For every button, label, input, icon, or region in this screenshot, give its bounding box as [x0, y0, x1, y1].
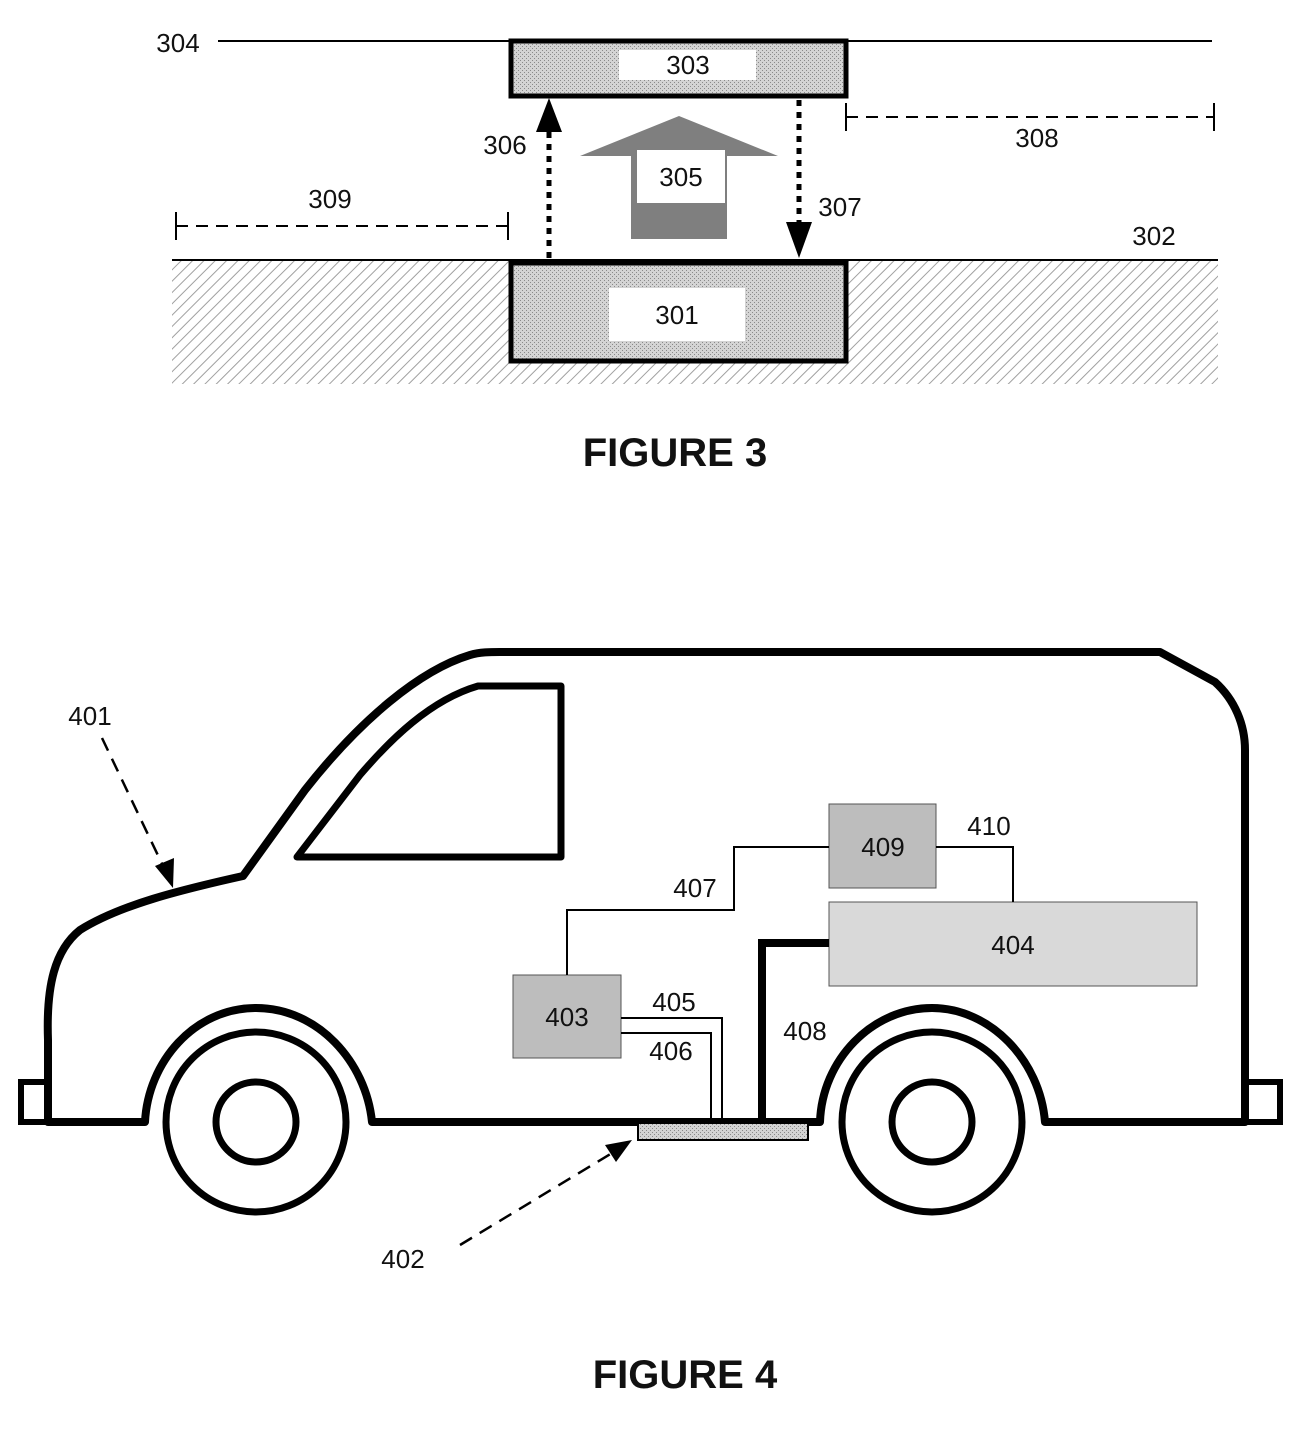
rear-wheel-hub	[888, 1078, 976, 1166]
label-404: 404	[991, 930, 1034, 960]
label-302: 302	[1132, 221, 1175, 251]
label-401: 401	[68, 701, 111, 731]
figure-4: 403 409 404 407 410 405 406 408 401 402 …	[18, 648, 1283, 1397]
leader-401-head	[155, 858, 174, 888]
label-303: 303	[666, 50, 709, 80]
figure-3: 303 301 305 306 307 308 309 304 302 FIGU…	[156, 28, 1218, 475]
label-405: 405	[652, 987, 695, 1017]
vehicle-pad-303-label-box	[619, 50, 756, 80]
label-305: 305	[659, 162, 702, 192]
label-301: 301	[655, 300, 698, 330]
leader-402	[459, 1151, 613, 1247]
label-406: 406	[649, 1036, 692, 1066]
connection-408	[758, 939, 829, 1123]
connection-405	[621, 1017, 723, 1123]
label-306: 306	[483, 130, 526, 160]
connection-407	[566, 846, 829, 975]
signal-arrow-307-head	[786, 222, 812, 258]
leader-401	[100, 737, 166, 869]
label-409: 409	[861, 832, 904, 862]
ground-pad-301-label-box	[609, 288, 745, 341]
figure-4-title: FIGURE 4	[593, 1353, 778, 1397]
label-304: 304	[156, 28, 199, 58]
front-bumper	[18, 1079, 51, 1125]
front-wheel-hub	[212, 1078, 300, 1166]
label-307: 307	[818, 192, 861, 222]
label-408: 408	[783, 1016, 826, 1046]
label-402: 402	[381, 1244, 424, 1274]
vehicle-pad-402	[637, 1122, 809, 1141]
label-407: 407	[673, 873, 716, 903]
label-410: 410	[967, 811, 1010, 841]
van-window	[293, 682, 565, 861]
box-409	[828, 803, 937, 889]
arrow-305-label-box	[637, 150, 725, 203]
front-wheel-outer	[162, 1028, 350, 1216]
label-308: 308	[1015, 123, 1058, 153]
box-403	[512, 974, 622, 1059]
label-403: 403	[545, 1002, 588, 1032]
rear-bumper	[1242, 1079, 1283, 1125]
leader-402-head	[605, 1140, 632, 1162]
connection-406	[621, 1032, 712, 1123]
label-309: 309	[308, 184, 351, 214]
figure-3-title: FIGURE 3	[583, 431, 767, 475]
signal-arrow-306-head	[536, 98, 562, 132]
connection-410	[936, 846, 1014, 902]
rear-wheel-outer	[838, 1028, 1026, 1216]
van-body-outline	[43, 648, 1249, 1126]
